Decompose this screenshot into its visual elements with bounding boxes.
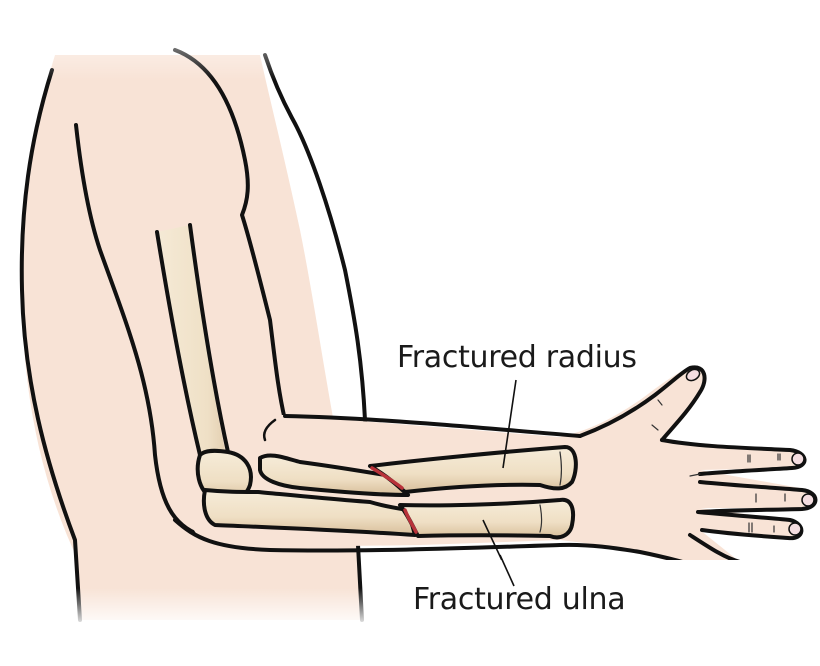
radius-bone: [258, 445, 578, 497]
ulna-bone: [201, 488, 576, 540]
fractured-ulna-label: Fractured ulna: [413, 582, 626, 617]
fractured-radius-label: Fractured radius: [397, 340, 637, 375]
radius-leader-line: [502, 379, 517, 469]
